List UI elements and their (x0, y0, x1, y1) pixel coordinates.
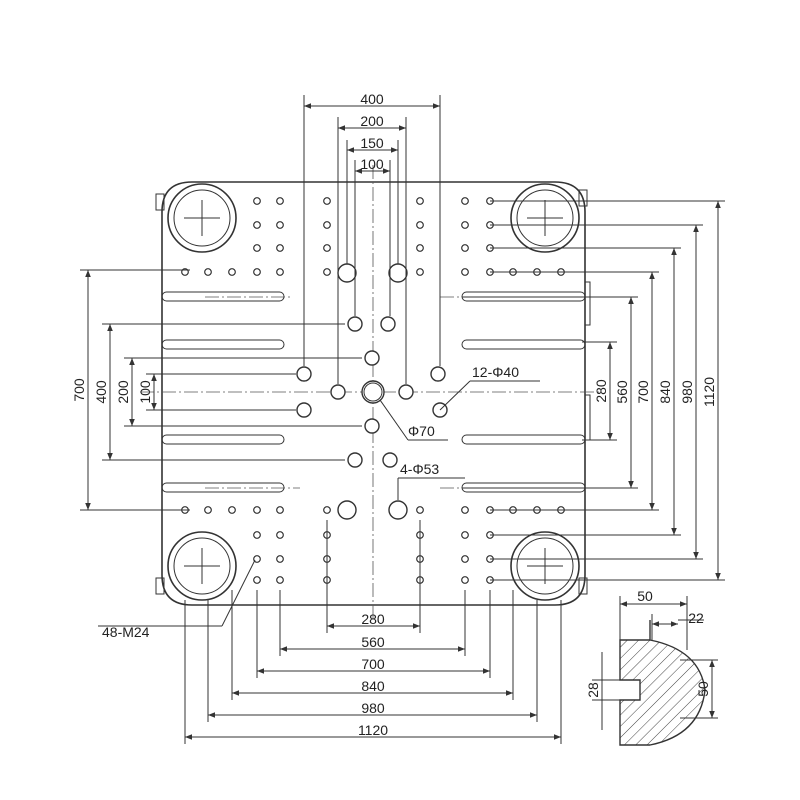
m24-hole (253, 531, 261, 539)
m24-hole (276, 531, 284, 539)
left-dim-200: 200 (115, 380, 131, 404)
bottom-dim-280: 280 (361, 611, 385, 627)
top-dim-100: 100 (360, 156, 384, 172)
tie-bar-hole-top-left (167, 183, 237, 253)
m24-hole (461, 506, 469, 514)
m24-hole (276, 506, 284, 514)
note-holes-40: 12-Φ40 (472, 364, 519, 380)
m24-hole (276, 555, 284, 563)
detail-dim-top-inner: 22 (688, 610, 704, 626)
m24-hole (228, 506, 236, 514)
m24-hole (228, 268, 236, 276)
m24-hole (323, 244, 331, 252)
platen-outline (155, 181, 591, 606)
note-center-70: Φ70 (408, 423, 435, 439)
bottom-dim-700: 700 (361, 656, 385, 672)
right-dim-700: 700 (635, 380, 651, 404)
tie-bar-holes (167, 183, 580, 601)
tie-bar-hole-top-right (510, 183, 580, 253)
left-dimensions: 700 400 200 100 (71, 269, 362, 511)
top-dim-400: 400 (360, 91, 384, 107)
m24-hole (323, 221, 331, 229)
left-dim-700: 700 (71, 378, 87, 402)
m24-hole (204, 268, 212, 276)
m24-hole (253, 221, 261, 229)
holes-40 (296, 316, 448, 468)
m24-hole (416, 244, 424, 252)
detail-dim-right: 50 (695, 681, 711, 697)
m24-hole (253, 506, 261, 514)
top-dimensions: 400 200 150 100 (303, 91, 441, 384)
right-dim-280: 280 (593, 379, 609, 403)
detail-dim-left: 28 (585, 682, 601, 698)
m24-hole (276, 221, 284, 229)
bottom-dim-560: 560 (361, 634, 385, 650)
t-slot-detail: 50 22 28 50 (585, 588, 718, 746)
left-dim-100: 100 (137, 380, 153, 404)
bottom-dim-840: 840 (361, 678, 385, 694)
right-dim-560: 560 (614, 380, 630, 404)
m24-hole (416, 221, 424, 229)
tie-bar-hole-bottom-left (167, 531, 237, 601)
m24-hole (253, 555, 261, 563)
right-dim-840: 840 (657, 380, 673, 404)
m24-hole (461, 531, 469, 539)
m24-hole (461, 555, 469, 563)
m24-hole (416, 506, 424, 514)
m24-hole (461, 244, 469, 252)
m24-hole (204, 506, 212, 514)
m24-hole (416, 197, 424, 205)
m24-hole (276, 268, 284, 276)
center-hole-70 (361, 380, 385, 404)
bottom-dim-980: 980 (361, 700, 385, 716)
note-holes-53: 4-Φ53 (400, 461, 439, 477)
left-dim-400: 400 (93, 380, 109, 404)
m24-hole (461, 197, 469, 205)
m24-hole (461, 576, 469, 584)
m24-hole (276, 197, 284, 205)
m24-hole (461, 268, 469, 276)
m24-hole (416, 268, 424, 276)
top-dim-150: 150 (360, 135, 384, 151)
bottom-dim-1120: 1120 (358, 722, 388, 738)
right-dim-1120: 1120 (701, 377, 717, 407)
m24-hole (323, 197, 331, 205)
m24-hole (323, 506, 331, 514)
bottom-dimensions: 280 560 700 840 980 1120 (184, 520, 562, 744)
top-dim-200: 200 (360, 113, 384, 129)
right-dim-980: 980 (679, 380, 695, 404)
callouts: 12-Φ40 Φ70 4-Φ53 48-M24 (98, 364, 540, 640)
detail-dim-top-outer: 50 (637, 588, 653, 604)
m24-hole (276, 576, 284, 584)
m24-hole (276, 244, 284, 252)
m24-hole (253, 576, 261, 584)
m24-hole (253, 197, 261, 205)
m24-hole (253, 244, 261, 252)
right-dimensions: 280 560 700 840 980 1120 (462, 200, 725, 581)
m24-hole (323, 268, 331, 276)
m24-hole (253, 268, 261, 276)
m24-hole (461, 221, 469, 229)
note-thread-m24: 48-M24 (102, 624, 150, 640)
tie-bar-hole-bottom-right (510, 531, 580, 601)
